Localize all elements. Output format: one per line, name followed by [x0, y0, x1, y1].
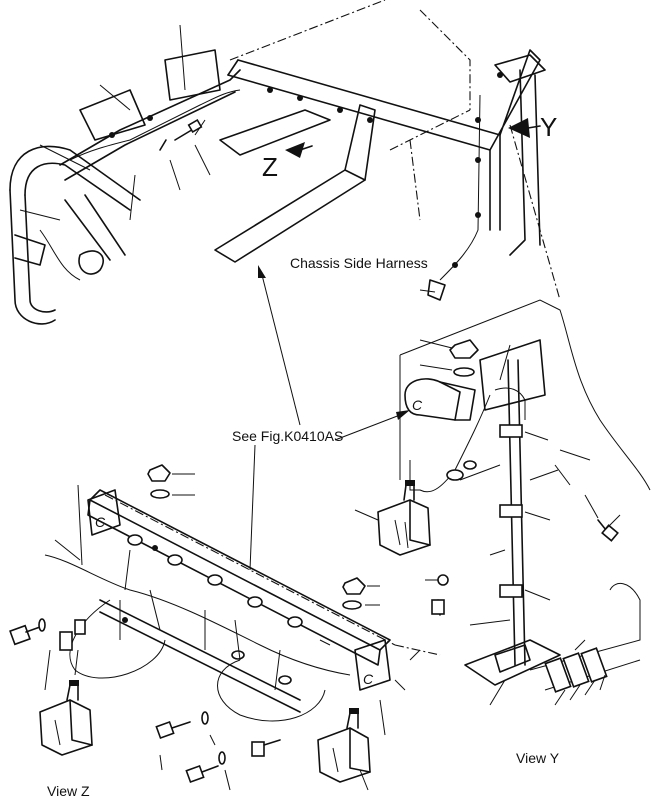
see-fig-leaders: [249, 265, 410, 571]
svg-text:C: C: [412, 397, 423, 413]
chassis-side-harness-label: Chassis Side Harness: [290, 255, 428, 271]
view-z-marker: Z: [262, 152, 278, 182]
view-y-arrow: [508, 118, 541, 138]
view-z-assembly: C C: [9, 464, 441, 791]
upper-assembly: [9, 0, 561, 325]
view-y-assembly: C: [354, 299, 651, 706]
view-y-marker: Y: [540, 112, 557, 142]
view-y-label: View Y: [516, 750, 560, 766]
svg-text:C: C: [95, 514, 106, 530]
view-z-label: View Z: [47, 783, 90, 796]
svg-text:C: C: [363, 671, 374, 687]
see-fig-label: See Fig.K0410AS: [232, 428, 343, 444]
view-z-arrow: [285, 142, 313, 158]
